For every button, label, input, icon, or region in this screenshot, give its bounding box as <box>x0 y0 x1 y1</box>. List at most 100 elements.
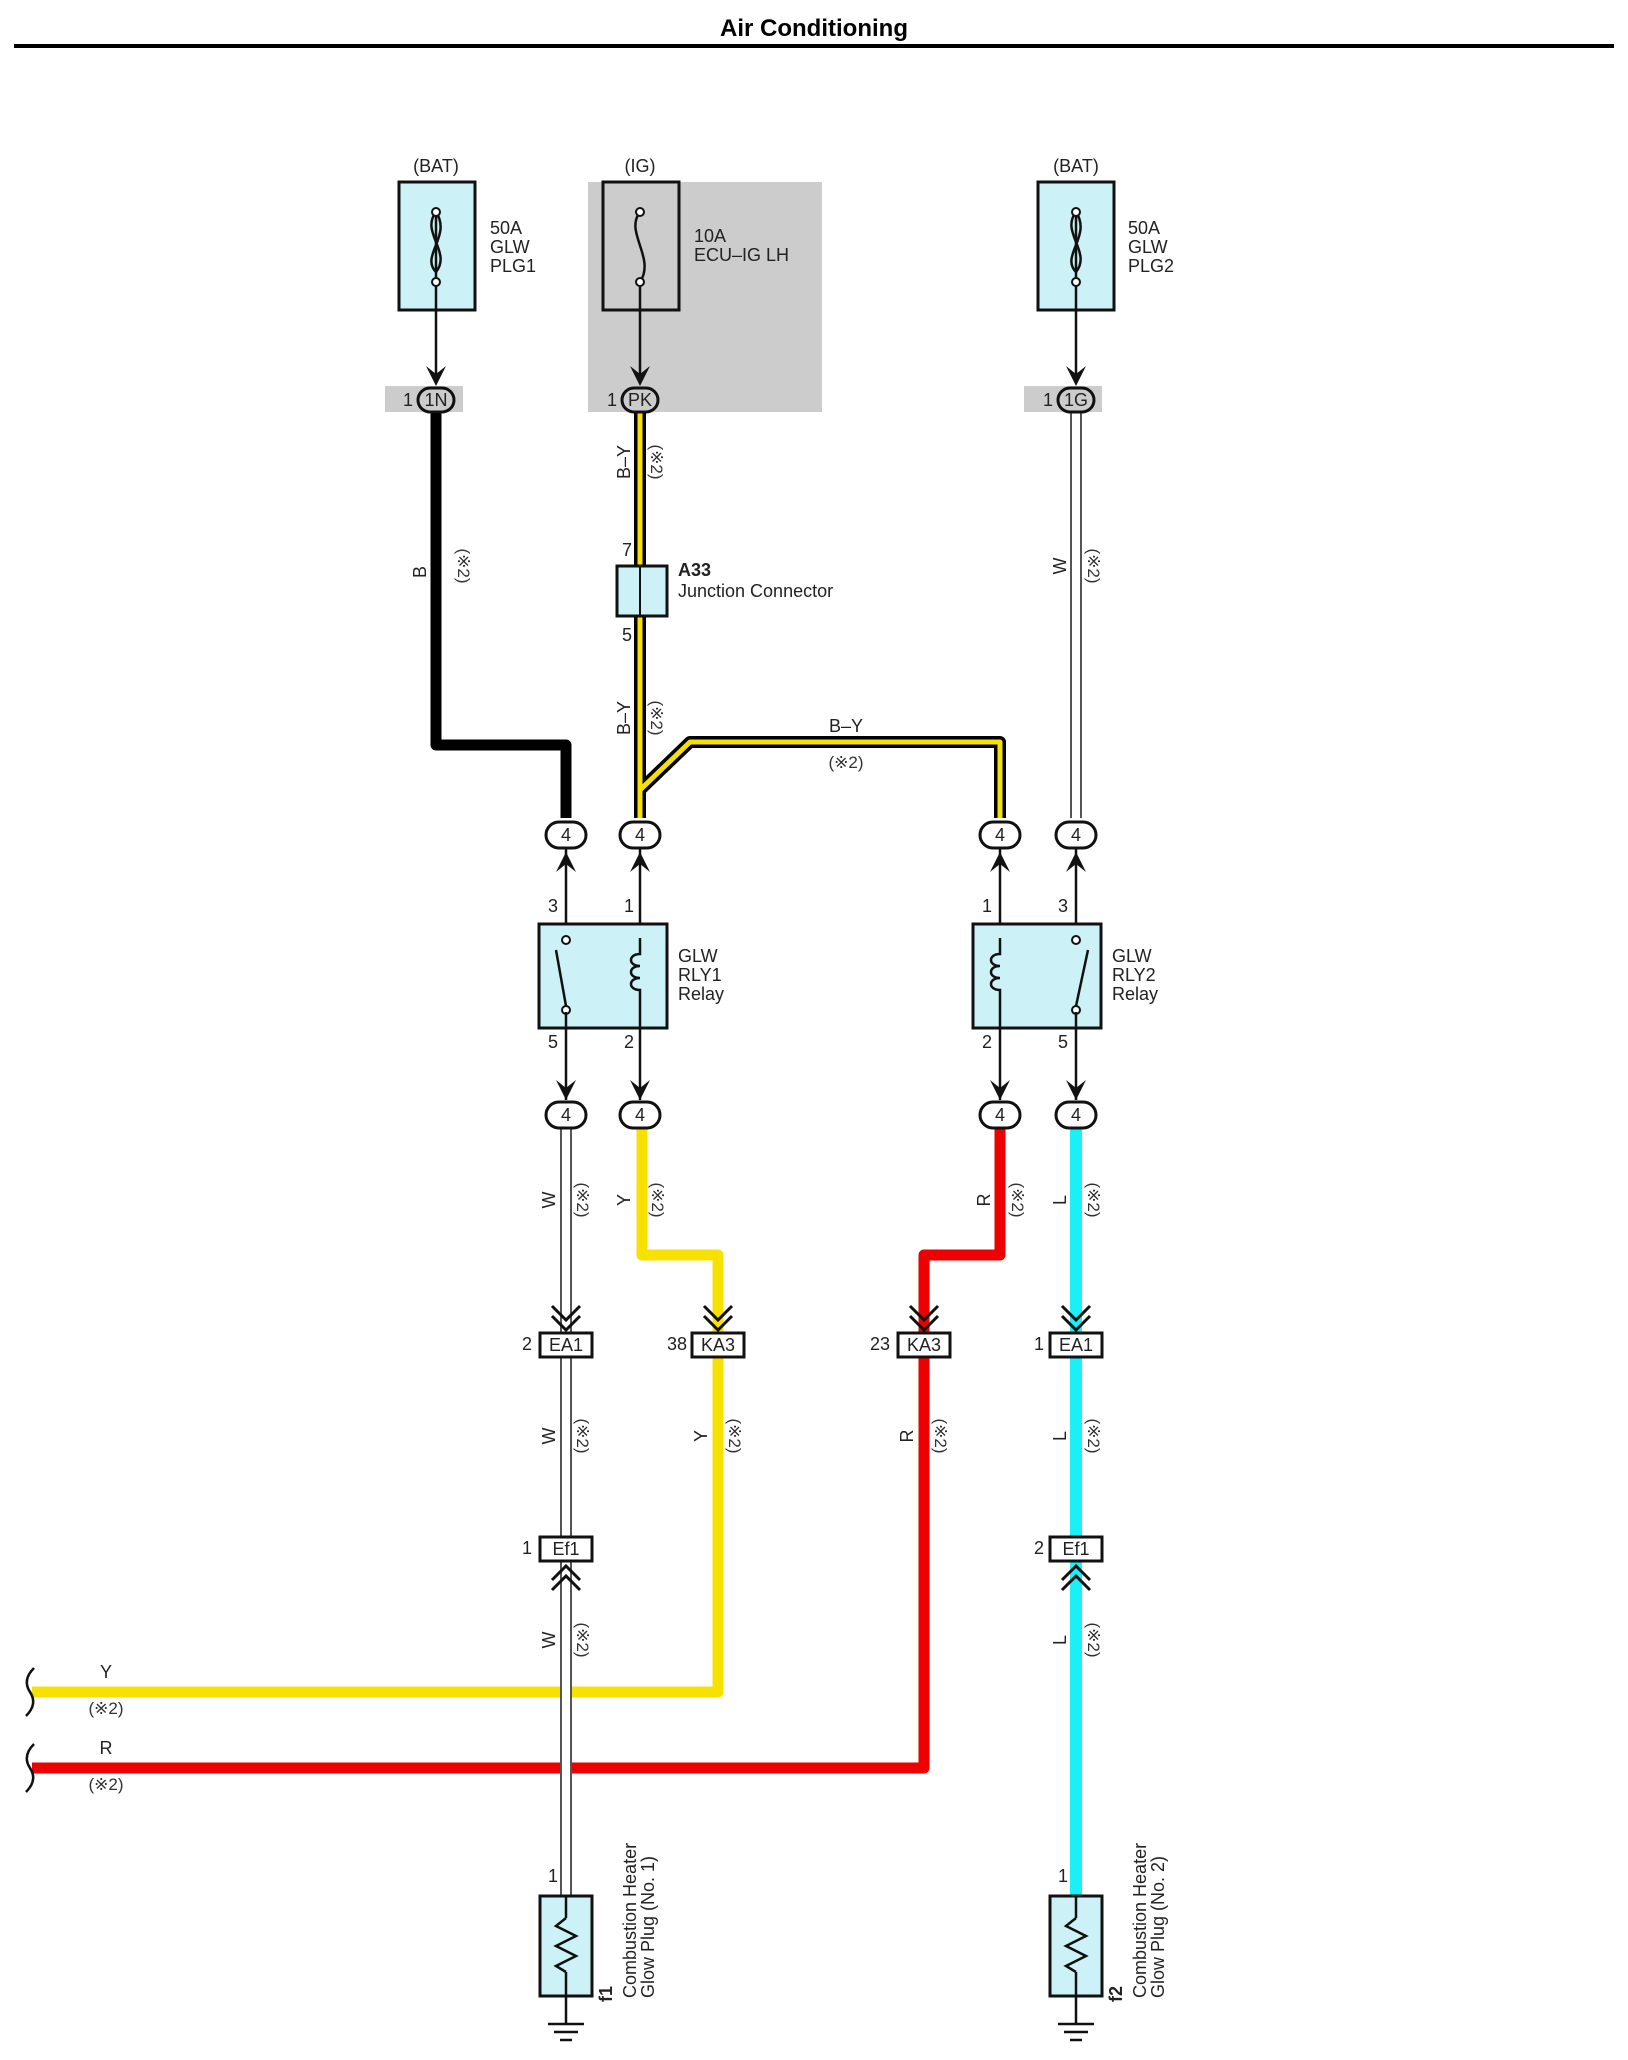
connector-ea1-right: 1 EA1 <box>1034 1331 1104 1359</box>
note-r-left: (※2) <box>88 1775 123 1794</box>
svg-text:(※2): (※2) <box>1084 1182 1103 1217</box>
fuse-plg2: (BAT) 50A GLW PLG2 <box>1036 156 1174 380</box>
connector-pk: 1 PK <box>607 386 660 414</box>
connector-ka3-38: 38 KA3 <box>667 1331 746 1359</box>
svg-text:(※2): (※2) <box>725 1418 744 1453</box>
wire-break-y <box>25 1667 35 1717</box>
svg-text:1: 1 <box>607 390 617 410</box>
svg-text:(※2): (※2) <box>1008 1182 1027 1217</box>
svg-text:Glow Plug (No. 2): Glow Plug (No. 2) <box>1148 1856 1168 1998</box>
svg-text:L: L <box>1050 1195 1070 1205</box>
svg-text:Combustion Heater: Combustion Heater <box>1130 1843 1150 1998</box>
wire-label-r-left: R <box>100 1738 113 1758</box>
relay-glw-rly2: 1 3 2 5 GLW RLY2 Relay <box>971 896 1158 1052</box>
fuse-source: (BAT) <box>413 156 459 176</box>
svg-text:3: 3 <box>548 896 558 916</box>
wire-labels-lower: W (※2) Y (※2) R (※2) L (※2) <box>539 1418 1103 1453</box>
svg-text:7: 7 <box>622 540 632 560</box>
svg-text:5: 5 <box>622 625 632 645</box>
relay-bottom-connectors: 4 4 4 4 <box>544 1100 1098 1130</box>
svg-text:R: R <box>897 1430 917 1443</box>
svg-text:23: 23 <box>870 1334 890 1354</box>
svg-text:Combustion Heater: Combustion Heater <box>620 1843 640 1998</box>
connector-ef1-right: 2 Ef1 <box>1034 1535 1104 1563</box>
svg-text:(※2): (※2) <box>1084 1622 1103 1657</box>
svg-text:R: R <box>974 1194 994 1207</box>
svg-text:PK: PK <box>628 390 652 410</box>
svg-text:4: 4 <box>635 1105 645 1125</box>
fuse-ecu-ig-lh: (IG) 10A ECU–IG LH <box>601 156 789 380</box>
fuse-plg1: (BAT) 50A GLW PLG1 <box>397 156 536 380</box>
svg-text:2: 2 <box>982 1032 992 1052</box>
svg-text:Y: Y <box>691 1430 711 1442</box>
svg-text:1: 1 <box>548 1866 558 1886</box>
svg-text:38: 38 <box>667 1334 687 1354</box>
svg-text:(※2): (※2) <box>573 1418 592 1453</box>
note-b: (※2) <box>454 548 473 583</box>
svg-text:4: 4 <box>561 1105 571 1125</box>
svg-text:L: L <box>1050 1635 1070 1645</box>
svg-text:PLG1: PLG1 <box>490 256 536 276</box>
svg-text:Relay: Relay <box>678 984 724 1004</box>
svg-text:(※2): (※2) <box>1084 1418 1103 1453</box>
svg-text:KA3: KA3 <box>907 1335 941 1355</box>
svg-text:RLY1: RLY1 <box>678 965 722 985</box>
svg-text:2: 2 <box>522 1334 532 1354</box>
wire-labels-mid: W (※2) Y (※2) R (※2) L (※2) <box>539 1182 1103 1217</box>
connector-1n: 1 1N <box>403 386 456 414</box>
fuse-source: (IG) <box>625 156 656 176</box>
wire-label-by-1: B–Y <box>614 445 634 479</box>
svg-text:1: 1 <box>522 1538 532 1558</box>
svg-text:5: 5 <box>548 1032 558 1052</box>
ef1-arrows <box>550 1563 1092 1592</box>
svg-text:(※2): (※2) <box>573 1622 592 1657</box>
wire-label-w-top: W <box>1050 558 1070 575</box>
svg-text:1: 1 <box>982 896 992 916</box>
svg-text:EA1: EA1 <box>1059 1335 1093 1355</box>
glow-plug-1: 1 f1 Combustion Heater Glow Plug (No. 1) <box>538 1843 658 2042</box>
note-w-top: (※2) <box>1084 548 1103 583</box>
junction-connector-a33: 7 5 A33 Junction Connector <box>615 540 833 645</box>
svg-text:1: 1 <box>1043 390 1053 410</box>
wire-label-b: B <box>410 566 430 578</box>
svg-text:4: 4 <box>1071 1105 1081 1125</box>
connector-1g: 1 1G <box>1043 386 1096 414</box>
wire-b-y <box>634 412 1006 818</box>
wire-labels-bottom: W (※2) L (※2) <box>539 1622 1103 1657</box>
svg-text:1: 1 <box>1034 1334 1044 1354</box>
wire-label-by-2: B–Y <box>614 701 634 735</box>
svg-text:1G: 1G <box>1064 390 1088 410</box>
svg-text:Y: Y <box>614 1194 634 1206</box>
page-title: Air Conditioning <box>720 15 908 42</box>
mid-arrows <box>550 1304 1092 1333</box>
svg-text:GLW: GLW <box>1112 946 1152 966</box>
wire-y-lower <box>32 1355 724 1698</box>
svg-text:Junction Connector: Junction Connector <box>678 581 833 601</box>
glow-plug-2: 1 f2 Combustion Heater Glow Plug (No. 2) <box>1048 1843 1168 2042</box>
svg-text:f2: f2 <box>1106 1986 1126 2002</box>
svg-text:EA1: EA1 <box>549 1335 583 1355</box>
svg-text:W: W <box>539 1632 559 1649</box>
fuse-arrows <box>426 366 1086 386</box>
svg-text:10A: 10A <box>694 226 726 246</box>
note-by-3: (※2) <box>828 753 863 772</box>
svg-text:1: 1 <box>403 390 413 410</box>
connector-ea1-left: 2 EA1 <box>522 1331 594 1359</box>
svg-text:2: 2 <box>624 1032 634 1052</box>
svg-text:RLY2: RLY2 <box>1112 965 1156 985</box>
svg-text:L: L <box>1050 1431 1070 1441</box>
svg-text:2: 2 <box>1034 1538 1044 1558</box>
fuse-source: (BAT) <box>1053 156 1099 176</box>
svg-text:W: W <box>539 1192 559 1209</box>
svg-text:GLW: GLW <box>490 237 530 257</box>
connector-ef1-left: 1 Ef1 <box>522 1535 594 1563</box>
svg-text:GLW: GLW <box>678 946 718 966</box>
svg-text:Ef1: Ef1 <box>1062 1539 1089 1559</box>
svg-text:Glow Plug (No. 1): Glow Plug (No. 1) <box>638 1856 658 1998</box>
svg-text:PLG2: PLG2 <box>1128 256 1174 276</box>
relay-glw-rly1: 3 1 5 2 GLW RLY1 Relay <box>537 896 724 1052</box>
wire-label-y-left: Y <box>100 1662 112 1682</box>
svg-text:4: 4 <box>561 825 571 845</box>
wire-b <box>430 412 572 818</box>
